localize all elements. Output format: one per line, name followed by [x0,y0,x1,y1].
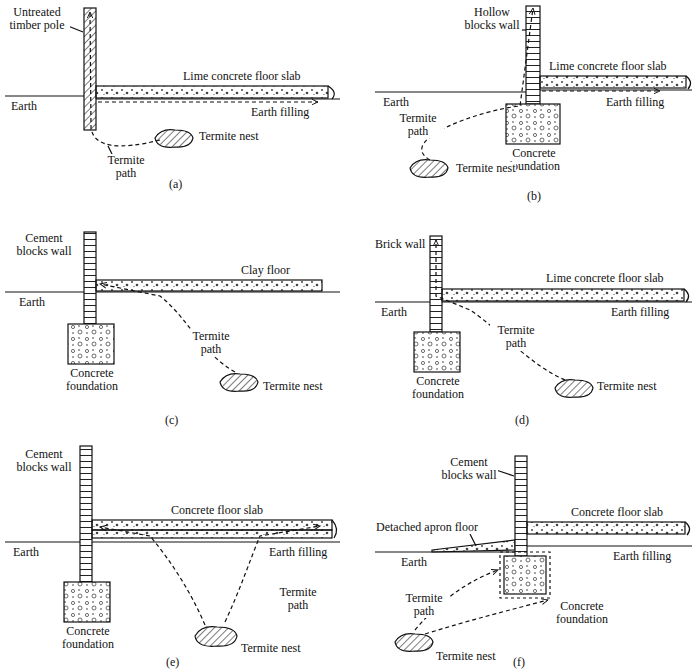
figure-label: Concrete foundation [54,625,122,651]
figure-label: Termite path [490,324,542,350]
figure-label: Earth [380,306,408,319]
figure-label: Concrete foundation [404,375,472,401]
figure-label: Clay floor [240,264,291,277]
figure-label: Termite nest [240,642,301,655]
figure-label: Termite nest [262,380,323,393]
figure-label: Earth filling [250,106,310,119]
figure-label: Cement blocks wall [10,448,78,474]
figure-label: Lime concrete floor slab [545,272,665,285]
figure-label: Termite nest [435,650,496,663]
figure-label: Brick wall [374,238,426,251]
figure-label: Concrete floor slab [570,506,664,519]
figure-label: (b) [526,190,542,203]
figure-label: Hollow blocks wall [462,6,522,32]
figure-label: Earth [10,100,38,113]
figure-label: Earth [400,556,428,569]
figure-label: Termite path [100,154,152,180]
figure-label: Detached apron floor [375,521,479,534]
figure-label: Cement blocks wall [10,232,78,258]
figure-label: Earth [382,96,410,109]
figure-label: Earth filling [612,550,672,563]
figure-label: Termite path [392,112,444,138]
figure-label: Concrete foundation [548,600,616,626]
figure-label: Earth filling [605,96,665,109]
figure-label: (f) [512,656,526,669]
figure-label: Lime concrete floor slab [548,60,668,73]
figure-label: Earth filling [268,546,328,559]
figure-label: Termite path [185,330,237,356]
figure-label: Untreated timber pole [4,6,70,32]
figure-label: Lime concrete floor slab [182,70,302,83]
figure-label: (e) [165,656,180,669]
figure-label: Earth [12,546,40,559]
figure-label: Termite nest [596,380,657,393]
figure-label: Termite nest [455,162,516,175]
figure-label: Termite nest [198,130,259,143]
figure-label: Concrete floor slab [170,504,264,517]
figure-label: (a) [168,178,183,191]
figure-label: (c) [164,414,179,427]
figure-label: Earth [18,296,46,309]
figure-label: Termite path [398,592,450,618]
figure-label: Termite path [272,586,324,612]
figure-label: Earth filling [610,306,670,319]
figure-label: (d) [514,414,530,427]
figure-label: Cement blocks wall [440,456,498,482]
figure-label: Concrete foundation [58,367,126,393]
